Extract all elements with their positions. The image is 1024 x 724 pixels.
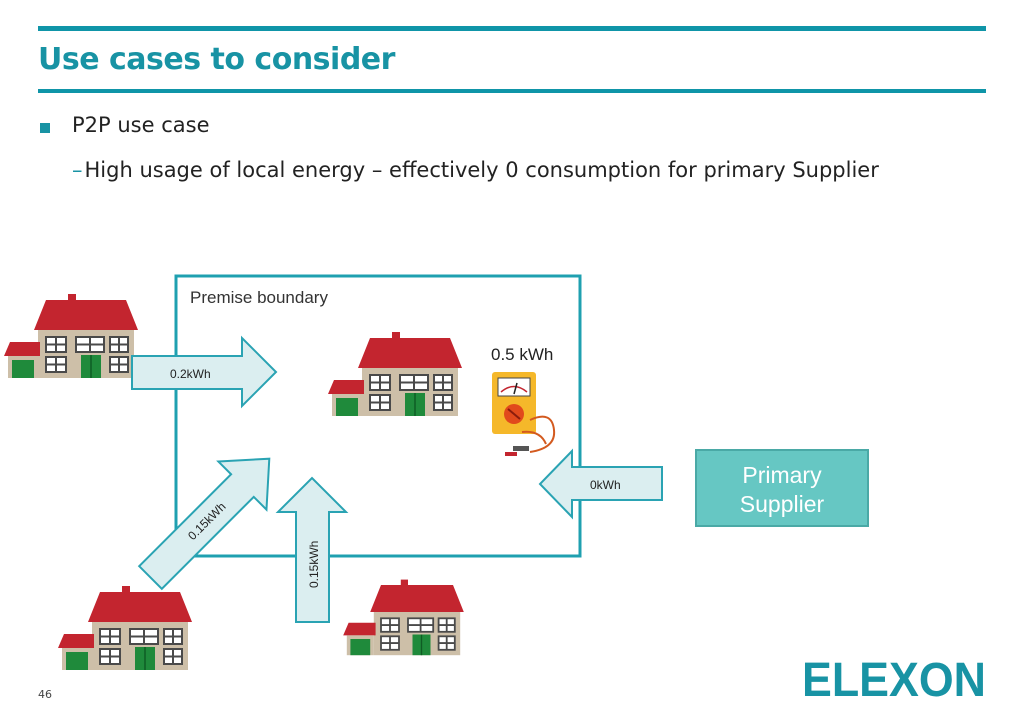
elexon-logo: ELEXON <box>802 654 986 702</box>
title-rule <box>38 89 986 93</box>
page-title: Use cases to consider <box>38 42 395 77</box>
house-neighbour-bottom-icon <box>342 578 465 657</box>
sub-bullet: –High usage of local energy – effectivel… <box>72 158 879 182</box>
top-rule <box>38 26 986 31</box>
arrow-supplier <box>538 448 663 520</box>
arrow-top-label: 0.2kWh <box>170 367 211 381</box>
supplier-line1: Primary <box>742 462 822 488</box>
sub-bullet-text: High usage of local energy – effectively… <box>84 158 879 182</box>
bullet-square-icon <box>40 123 50 133</box>
arrow-vertical-label: 0.15kWh <box>307 541 321 588</box>
primary-supplier-box <box>695 449 869 527</box>
bullet-p2p: P2P use case <box>72 113 210 137</box>
arrow-diagonal-neighbour: 0.15kWh <box>137 457 271 591</box>
house-premise-icon <box>327 331 463 417</box>
dash-marker: – <box>72 158 83 182</box>
arrow-supplier-label: 0kWh <box>590 478 621 492</box>
premise-label: Premise boundary <box>190 288 328 307</box>
supplier-line2: Supplier <box>740 491 825 517</box>
arrow-top-neighbour <box>131 335 278 409</box>
arrow-vertical-neighbour <box>275 476 349 623</box>
meter-reading: 0.5 kWh <box>491 345 553 364</box>
premise-boundary-box <box>174 274 582 558</box>
page-number: 46 <box>38 688 52 701</box>
elexon-logo-text: ELEXON <box>802 654 986 702</box>
meter-icon <box>492 372 556 456</box>
house-neighbour-top-icon <box>3 293 139 379</box>
house-neighbour-bottom-left-icon <box>57 585 193 671</box>
